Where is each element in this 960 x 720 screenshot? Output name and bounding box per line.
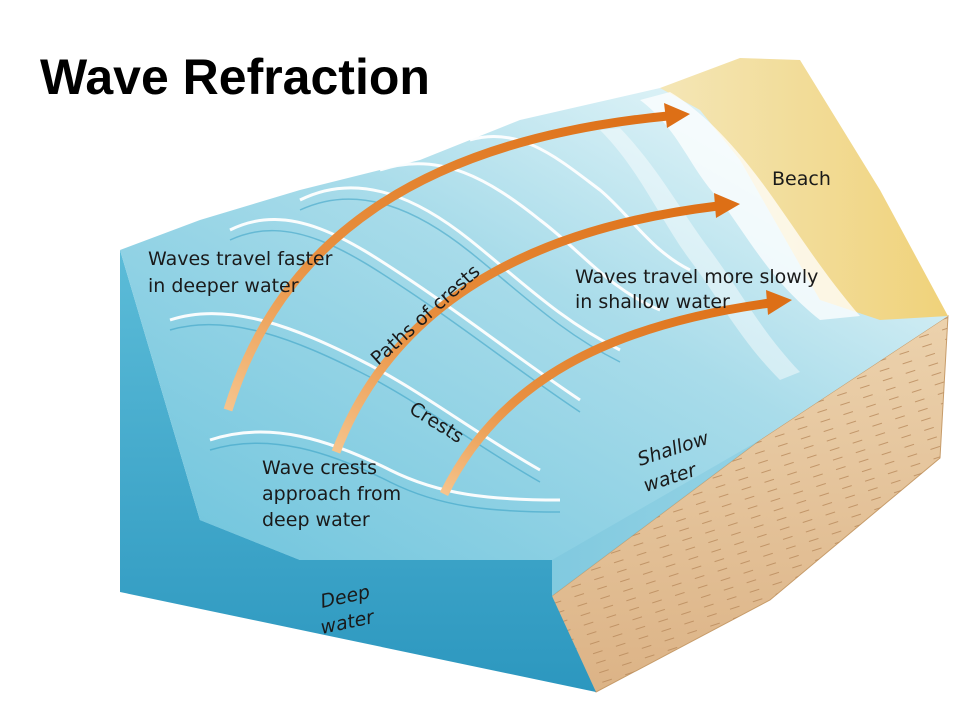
crest-path-arrowhead-2 — [714, 193, 740, 218]
wave-crests — [169, 134, 691, 502]
label-slower-line2: in shallow water — [575, 291, 730, 313]
label-faster-line1: Waves travel faster — [148, 248, 333, 270]
label-approach-line2: approach from — [262, 483, 401, 505]
label-slower-line1: Waves travel more slowly — [575, 266, 818, 288]
label-approach-line3: deep water — [262, 509, 370, 531]
crest-path-arrow-2 — [331, 201, 719, 454]
label-approach-line1: Wave crests — [262, 457, 377, 479]
crest-path-arrow-1 — [223, 111, 669, 412]
label-beach: Beach — [772, 168, 831, 190]
label-faster-line2: in deeper water — [148, 275, 299, 297]
crest-path-arrowhead-3 — [766, 290, 792, 315]
crest-path-arrows — [223, 103, 792, 496]
page-title: Wave Refraction — [40, 49, 430, 105]
crest-path-arrow-3 — [439, 298, 771, 496]
crest-path-arrowhead-1 — [664, 103, 690, 128]
deep-water-front-face — [120, 250, 596, 692]
beach-area — [660, 58, 948, 320]
